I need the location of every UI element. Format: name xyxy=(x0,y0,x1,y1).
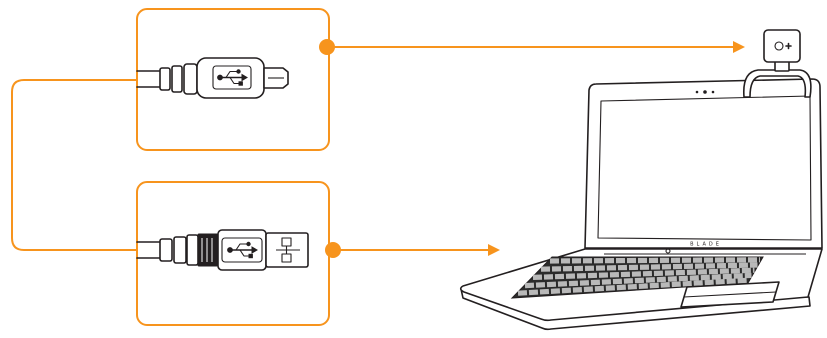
laptop-icon: BLADE xyxy=(459,78,823,331)
webcam-lens-icon xyxy=(774,41,784,51)
micro-usb-plug xyxy=(136,57,289,99)
plug-label-frame xyxy=(221,237,263,263)
usb-a-contact-bridge xyxy=(276,246,300,254)
usb-a-cable xyxy=(136,241,161,259)
strain-relief-ring xyxy=(159,238,173,262)
usb-icon xyxy=(227,241,258,259)
keyboard-keys xyxy=(517,257,761,296)
key-row xyxy=(540,262,758,272)
plug-grip-texture xyxy=(201,238,213,262)
webcam-body xyxy=(763,29,801,63)
laptop-logo: BLADE xyxy=(690,242,722,248)
key-row xyxy=(524,272,752,289)
plug-label-frame xyxy=(212,65,252,90)
arrow-head-icon xyxy=(733,41,745,53)
laptop-lid xyxy=(584,78,823,249)
webcam-indicator-icon xyxy=(785,42,792,50)
usb-icon xyxy=(217,69,248,86)
arrow-head-icon xyxy=(488,244,500,256)
webcam-icon xyxy=(742,29,812,98)
strain-relief-ring xyxy=(186,234,199,266)
laptop-sensor-dot xyxy=(711,90,715,94)
micro-usb-panel xyxy=(136,8,330,151)
laptop-sensor-dot xyxy=(695,90,699,94)
connector-line-left xyxy=(11,79,137,251)
strain-relief-ring xyxy=(159,67,171,91)
laptop-camera-dot xyxy=(703,90,707,94)
webcam-clip xyxy=(742,69,812,98)
strain-relief-ring xyxy=(171,65,183,93)
key-row xyxy=(517,277,749,296)
strain-relief-ring xyxy=(173,236,187,264)
micro-usb-cable xyxy=(136,70,161,88)
key-row xyxy=(532,267,755,280)
laptop-power-logo xyxy=(665,248,671,254)
strain-relief-ring xyxy=(183,63,198,95)
usb-a-plug xyxy=(136,229,309,271)
key-row xyxy=(549,257,761,264)
plug-grip xyxy=(197,233,219,267)
touchpad-divider xyxy=(683,291,777,298)
